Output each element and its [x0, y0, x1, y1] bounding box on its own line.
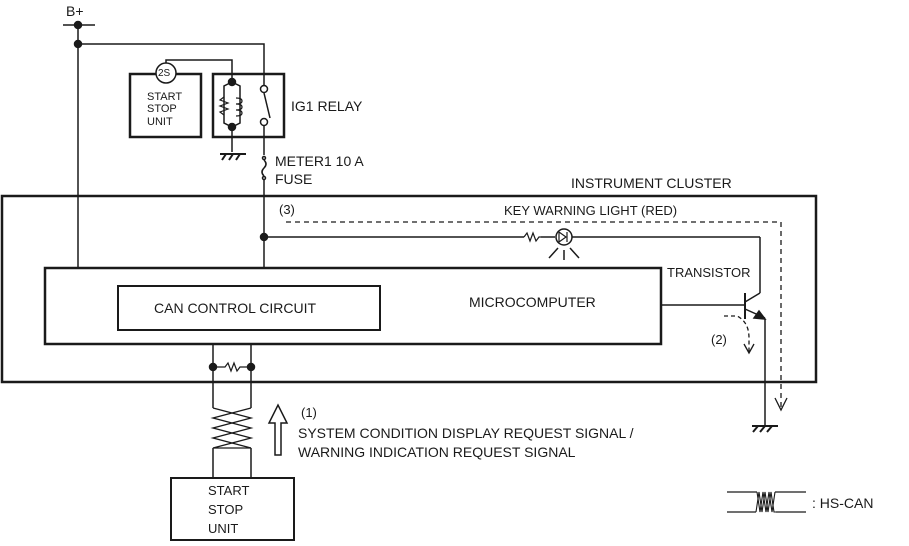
bottom-unit-line-2: STOP: [208, 502, 244, 517]
instrument-cluster-box: [0, 194, 818, 384]
path-1-label: (1): [301, 405, 317, 420]
bottom-unit-line-3: UNIT: [208, 521, 239, 536]
signal-arrow: [267, 403, 289, 456]
fuse-label-line-1: METER1 10 A: [275, 153, 364, 169]
cluster-label: INSTRUMENT CLUSTER: [571, 175, 732, 191]
signal-label-line-2: WARNING INDICATION REQUEST SIGNAL: [298, 444, 576, 460]
legend-label: : HS-CAN: [812, 495, 874, 511]
top-unit-line-1: START: [147, 91, 183, 103]
ig1-relay: [211, 72, 286, 155]
warning-light-circuit: [259, 228, 761, 293]
can-control-circuit-box: [117, 285, 381, 331]
top-unit-line-2: STOP: [147, 103, 177, 115]
arrow-path-2: [743, 343, 755, 355]
transistor-label: TRANSISTOR: [667, 265, 751, 280]
fuse-symbol: [261, 155, 267, 268]
arrow-path-3: [774, 397, 788, 412]
connector-label: 2S: [158, 68, 171, 79]
bottom-unit-line-1: START: [208, 483, 250, 498]
battery-terminal: [63, 20, 95, 30]
can-bus-wires: [208, 344, 256, 478]
top-unit-line-3: UNIT: [147, 116, 173, 128]
current-path-3: [286, 221, 782, 408]
supply-wires: [73, 25, 265, 268]
fuse-label-line-2: FUSE: [275, 171, 313, 187]
signal-label-line-1: SYSTEM CONDITION DISPLAY REQUEST SIGNAL …: [298, 425, 634, 441]
transistor-symbol: [661, 292, 767, 425]
relay-label: IG1 RELAY: [291, 98, 363, 114]
battery-label: B+: [66, 3, 84, 19]
ground-symbol-relay: [220, 153, 246, 161]
ground-symbol-transistor: [752, 425, 778, 433]
microcomputer-label: MICROCOMPUTER: [469, 294, 596, 310]
path-2-label: (2): [711, 332, 727, 347]
can-control-label: CAN CONTROL CIRCUIT: [154, 300, 317, 316]
start-stop-unit-top: [128, 59, 233, 139]
legend-hs-can-symbol: [727, 491, 806, 513]
light-label: KEY WARNING LIGHT (RED): [504, 203, 678, 218]
microcomputer-box: [43, 266, 663, 346]
path-3-label: (3): [279, 202, 295, 217]
start-stop-unit-bottom: [170, 477, 295, 541]
